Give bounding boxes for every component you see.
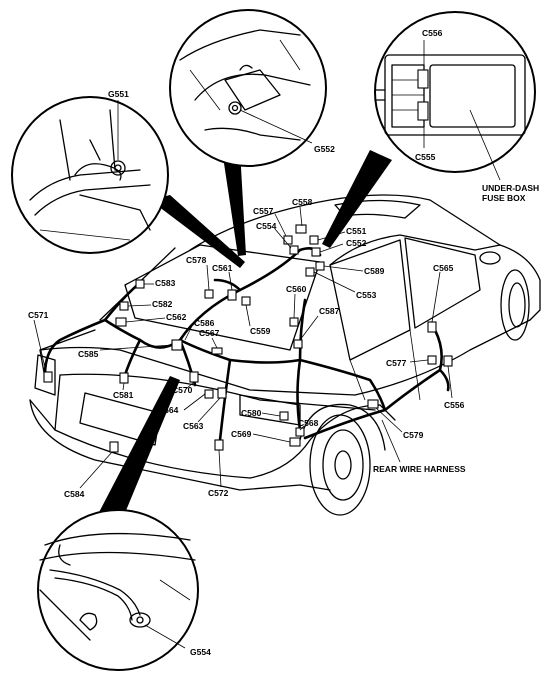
connector-c567: [211, 347, 223, 355]
label-c572: C572: [208, 488, 229, 498]
label-c557: C557: [253, 206, 274, 216]
connector-c569: [289, 437, 301, 447]
label-c585: C585: [78, 349, 99, 359]
connector-c583: [135, 279, 145, 289]
connector-c581: [119, 372, 129, 384]
label-c556-side: C556: [444, 400, 465, 410]
connector-c554: [289, 245, 299, 255]
connector-c558: [295, 224, 307, 234]
connector-c551: [309, 235, 319, 245]
label-c586: C586: [194, 318, 215, 328]
connector-c571: [43, 371, 53, 383]
connector-c562: [115, 317, 127, 327]
label-c589: C589: [364, 266, 385, 276]
label-c563: C563: [183, 421, 204, 431]
leader-lines: [33, 206, 453, 489]
connector-c557: [283, 235, 293, 245]
connector-c559: [241, 296, 251, 306]
connector-c572: [214, 439, 224, 451]
connector-c580: [279, 411, 289, 421]
label-c582: C582: [152, 299, 173, 309]
label-c555: C555: [415, 152, 436, 162]
connector-c582: [119, 301, 129, 311]
labels: G551 G552 G554 C556 C555 UNDER-DASH FUSE…: [28, 28, 539, 657]
connector-c577: [427, 355, 437, 365]
label-c584: C584: [64, 489, 85, 499]
connector-c578: [204, 289, 214, 299]
label-c551: C551: [346, 226, 367, 236]
callout-wedges: [95, 150, 392, 525]
connector-c579: [367, 399, 379, 409]
connector-c585: [171, 339, 183, 351]
label-c554: C554: [256, 221, 277, 231]
label-c583: C583: [155, 278, 176, 288]
connector-c553: [305, 267, 315, 277]
label-c556-top: C556: [422, 28, 443, 38]
inset-g551: [11, 96, 169, 254]
label-c577: C577: [386, 358, 407, 368]
label-fuse-box-line2: FUSE BOX: [482, 193, 526, 203]
inset-g554: [37, 509, 199, 671]
label-c580: C580: [241, 408, 262, 418]
connector-c589: [315, 261, 325, 271]
label-rear-wire-harness: REAR WIRE HARNESS: [373, 464, 466, 474]
connectors: [43, 224, 453, 453]
label-g552: G552: [314, 144, 335, 154]
inset-g552: [169, 9, 327, 167]
label-c569: C569: [231, 429, 252, 439]
label-c581: C581: [113, 390, 134, 400]
label-c559: C559: [250, 326, 271, 336]
connector-c564: [204, 389, 214, 399]
connector-c552: [311, 247, 321, 257]
connector-c570: [189, 371, 199, 383]
label-c561: C561: [212, 263, 233, 273]
label-c587: C587: [319, 306, 340, 316]
label-c568: C568: [298, 418, 319, 428]
label-c571: C571: [28, 310, 49, 320]
label-c570: C570: [172, 385, 193, 395]
label-g551: G551: [108, 89, 129, 99]
label-c553: C553: [356, 290, 377, 300]
label-c562: C562: [166, 312, 187, 322]
connector-c560: [289, 317, 299, 327]
label-c564: C564: [158, 405, 179, 415]
connector-c556-side: [443, 355, 453, 367]
label-c560: C560: [286, 284, 307, 294]
label-c579: C579: [403, 430, 424, 440]
connector-c561: [227, 289, 237, 301]
connector-c568: [295, 427, 305, 437]
label-c567: C567: [199, 328, 220, 338]
label-c565: C565: [433, 263, 454, 273]
label-c558: C558: [292, 197, 313, 207]
label-g554: G554: [190, 647, 211, 657]
connector-c563: [217, 387, 227, 399]
connector-c584: [109, 441, 119, 453]
inset-fuse-box: [374, 11, 536, 181]
connector-c587: [293, 339, 303, 349]
connector-c565: [427, 321, 437, 333]
label-c578: C578: [186, 255, 207, 265]
label-c552: C552: [346, 238, 367, 248]
label-fuse-box-line1: UNDER-DASH: [482, 183, 539, 193]
